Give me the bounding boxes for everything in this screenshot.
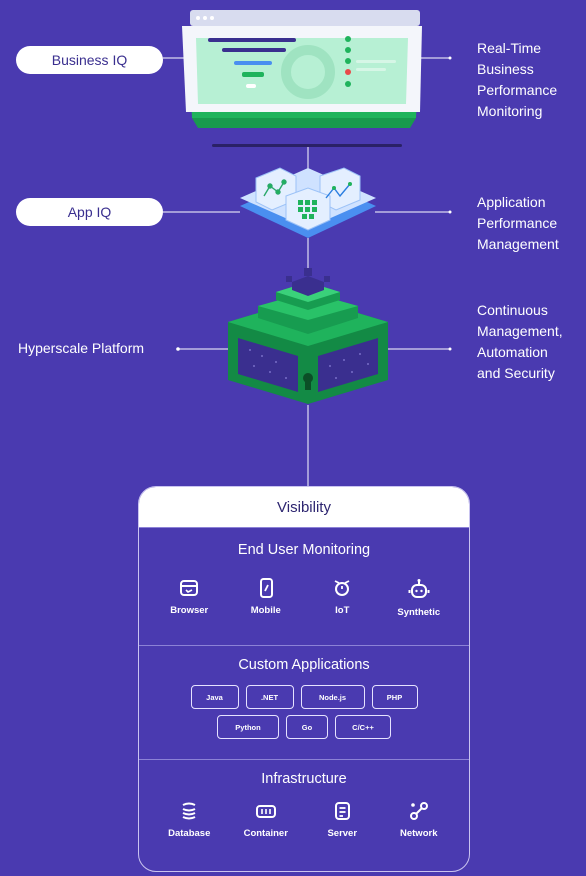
hyperscale-platform-label: Hyperscale Platform xyxy=(18,340,145,356)
browser-label: Browser xyxy=(170,605,209,616)
iot-item: IoT xyxy=(307,578,377,618)
database-item: Database xyxy=(154,801,224,839)
lang-nodejs: Node.js xyxy=(300,685,365,709)
dashboard-window-illustration xyxy=(182,10,422,147)
server-label: Server xyxy=(327,828,358,839)
mobile-item: Mobile xyxy=(231,578,301,618)
mobile-label: Mobile xyxy=(250,605,281,616)
infrastructure-section: Infrastructure Database xyxy=(139,759,469,869)
app-iq-label: App IQ xyxy=(16,198,163,226)
iot-icon xyxy=(334,580,350,596)
browser-item: Browser xyxy=(154,578,224,618)
network-label: Network xyxy=(400,828,438,839)
container-label: Container xyxy=(243,828,288,839)
mobile-icon xyxy=(259,578,273,598)
synthetic-label: Synthetic xyxy=(397,607,441,618)
lang-go: Go xyxy=(286,715,328,739)
container-item: Container xyxy=(231,801,301,839)
synthetic-item: Synthetic xyxy=(384,578,454,618)
container-icon xyxy=(255,805,276,818)
connector-lines xyxy=(163,57,450,486)
lang-java: Java xyxy=(190,685,239,709)
robot-icon xyxy=(408,579,430,598)
visibility-panel: Visibility End User Monitoring Browser xyxy=(138,486,470,872)
database-label: Database xyxy=(168,828,211,839)
app-iq-description: Application Performance Management xyxy=(477,194,559,252)
custom-applications-section: Custom Applications Java .NET Node.js PH… xyxy=(139,645,469,759)
infrastructure-title: Infrastructure xyxy=(261,771,347,787)
app-iq-illustration xyxy=(240,167,376,238)
server-icon xyxy=(335,802,351,820)
network-item: Network xyxy=(384,801,454,839)
network-icon xyxy=(409,802,428,820)
business-iq-label: Business IQ xyxy=(16,46,163,74)
custom-applications-title: Custom Applications xyxy=(238,657,370,673)
browser-icon xyxy=(180,580,199,596)
end-user-monitoring-title: End User Monitoring xyxy=(237,542,371,558)
hyperscale-platform-illustration xyxy=(228,268,388,404)
lang-php: PHP xyxy=(371,685,418,709)
visibility-header: Visibility xyxy=(139,487,469,527)
lang-python: Python xyxy=(217,715,279,739)
lang-dotnet: .NET xyxy=(245,685,294,709)
business-iq-description: Real-Time Business Performance Monitorin… xyxy=(477,40,558,119)
server-item: Server xyxy=(307,801,377,839)
database-icon xyxy=(182,802,196,820)
platform-description: Continuous Management, Automation and Se… xyxy=(477,302,563,381)
end-user-monitoring-section: End User Monitoring Browser Mobile xyxy=(139,527,469,645)
iot-label: IoT xyxy=(335,605,350,616)
lang-cpp: C/C++ xyxy=(335,715,391,739)
